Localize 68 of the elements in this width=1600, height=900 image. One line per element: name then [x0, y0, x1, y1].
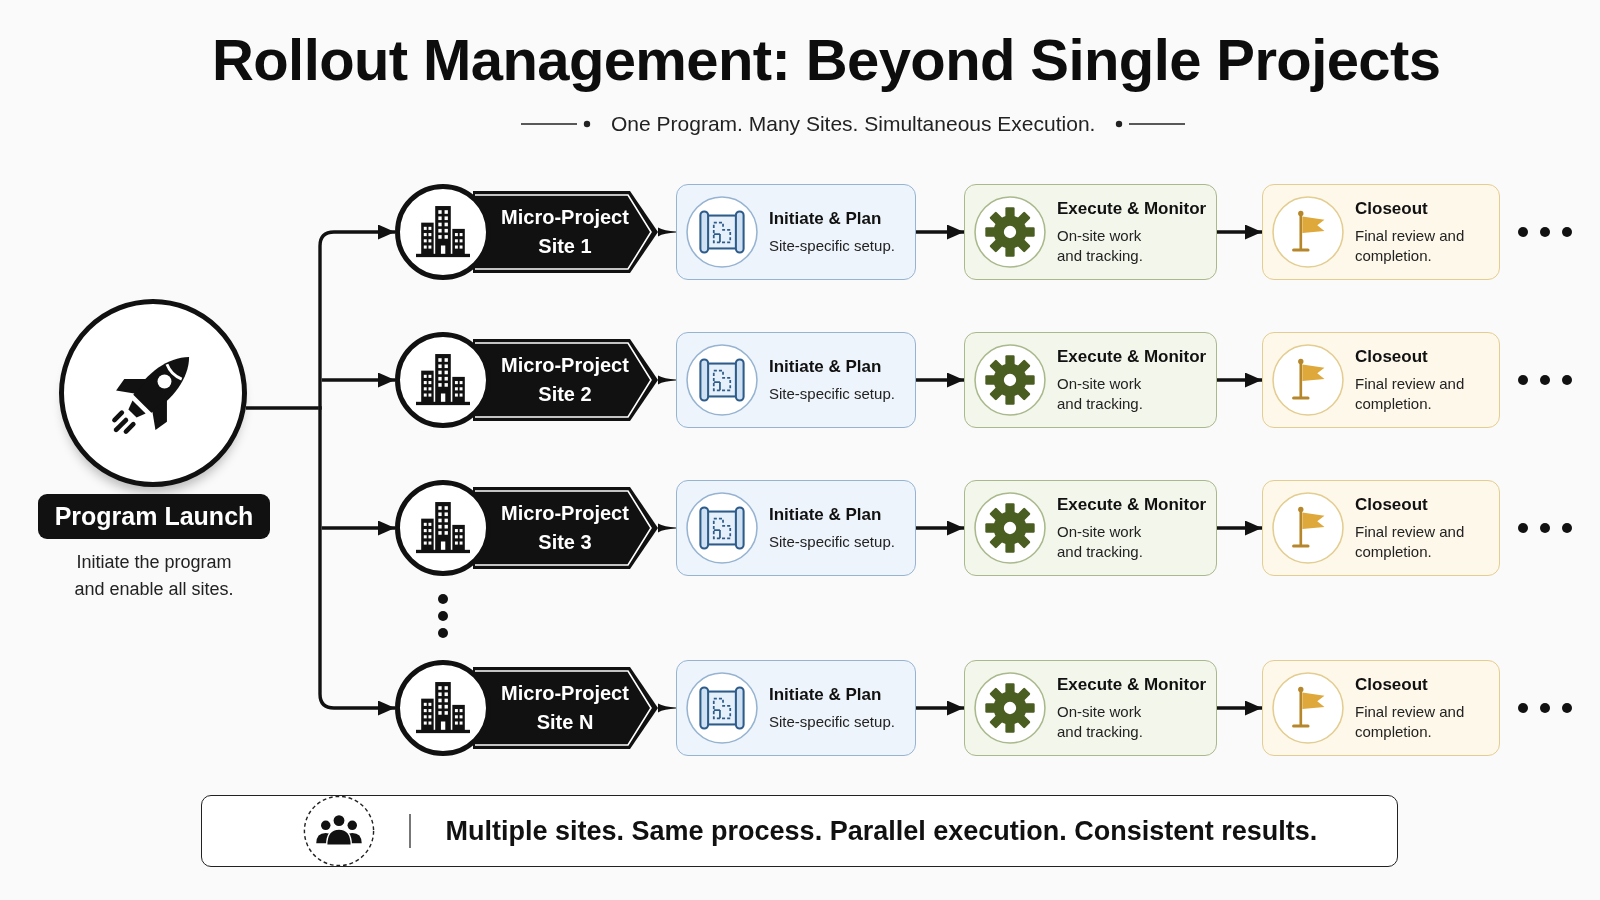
arrow	[1217, 372, 1262, 388]
site-label: Micro-Project Site 1	[500, 205, 630, 259]
connector-line	[658, 227, 676, 237]
card-description: On-site work and tracking.	[1057, 522, 1144, 562]
site-label: Micro-Project Site N	[500, 681, 630, 735]
card-description: Final review and completion.	[1355, 374, 1466, 414]
connector-line	[658, 703, 676, 713]
card-title: Execute & Monitor	[1057, 198, 1207, 220]
card-title: Closeout	[1355, 494, 1429, 516]
arrow	[916, 224, 964, 240]
card-title: Initiate & Plan	[769, 504, 883, 526]
connector-line	[245, 406, 319, 410]
card-description: Final review and completion.	[1355, 702, 1466, 742]
process-card	[1262, 184, 1500, 280]
card-title: Closeout	[1355, 346, 1429, 368]
card-title: Initiate & Plan	[769, 684, 883, 706]
card-title: Closeout	[1355, 674, 1429, 696]
arrow	[916, 372, 964, 388]
process-card	[1262, 480, 1500, 576]
card-title: Initiate & Plan	[769, 208, 883, 230]
process-card	[964, 332, 1217, 428]
card-description: Final review and completion.	[1355, 522, 1466, 562]
process-card	[964, 480, 1217, 576]
card-description: On-site work and tracking.	[1057, 702, 1144, 742]
card-description: On-site work and tracking.	[1057, 226, 1144, 266]
card-description: Site-specific setup.	[769, 384, 895, 404]
summary-banner	[201, 795, 1398, 867]
arrow	[318, 693, 395, 716]
process-card	[964, 660, 1217, 756]
process-card	[676, 184, 916, 280]
card-description: Site-specific setup.	[769, 236, 895, 256]
arrow	[1217, 224, 1262, 240]
card-title: Closeout	[1355, 198, 1429, 220]
card-description: Site-specific setup.	[769, 532, 895, 552]
card-title: Initiate & Plan	[769, 356, 883, 378]
site-label: Micro-Project Site 2	[500, 353, 630, 407]
arrow	[1217, 700, 1262, 716]
title: Rollout Management: Beyond Single Projects	[212, 26, 1441, 94]
site-badge	[395, 480, 658, 576]
card-description: Final review and completion.	[1355, 226, 1466, 266]
process-card	[676, 332, 916, 428]
subtitle: One Program. Many Sites. Simultaneous Execution.	[611, 111, 1096, 137]
site-badge	[395, 184, 658, 280]
arrow	[916, 700, 964, 716]
connector-line	[658, 523, 676, 533]
banner-text: Multiple sites. Same process. Parallel execution. Consistent results.	[445, 815, 1318, 848]
connector-line	[318, 406, 322, 694]
card-title: Execute & Monitor	[1057, 346, 1207, 368]
site-badge	[395, 660, 658, 756]
arrow	[916, 520, 964, 536]
connector-line	[658, 375, 676, 385]
site-label: Micro-Project Site 3	[500, 501, 630, 555]
process-card	[964, 184, 1217, 280]
process-card	[676, 660, 916, 756]
arrow	[1217, 520, 1262, 536]
process-card	[1262, 332, 1500, 428]
process-card	[1262, 660, 1500, 756]
card-title: Execute & Monitor	[1057, 674, 1207, 696]
arrow	[321, 520, 395, 536]
process-card	[676, 480, 916, 576]
launch-label: Program Launch	[38, 494, 270, 539]
arrow	[318, 224, 395, 247]
card-description: Site-specific setup.	[769, 712, 895, 732]
arrow	[321, 372, 395, 388]
site-badge	[395, 332, 658, 428]
card-title: Execute & Monitor	[1057, 494, 1207, 516]
launch-description: Initiate the program and enable all sites.	[73, 551, 235, 601]
card-description: On-site work and tracking.	[1057, 374, 1144, 414]
